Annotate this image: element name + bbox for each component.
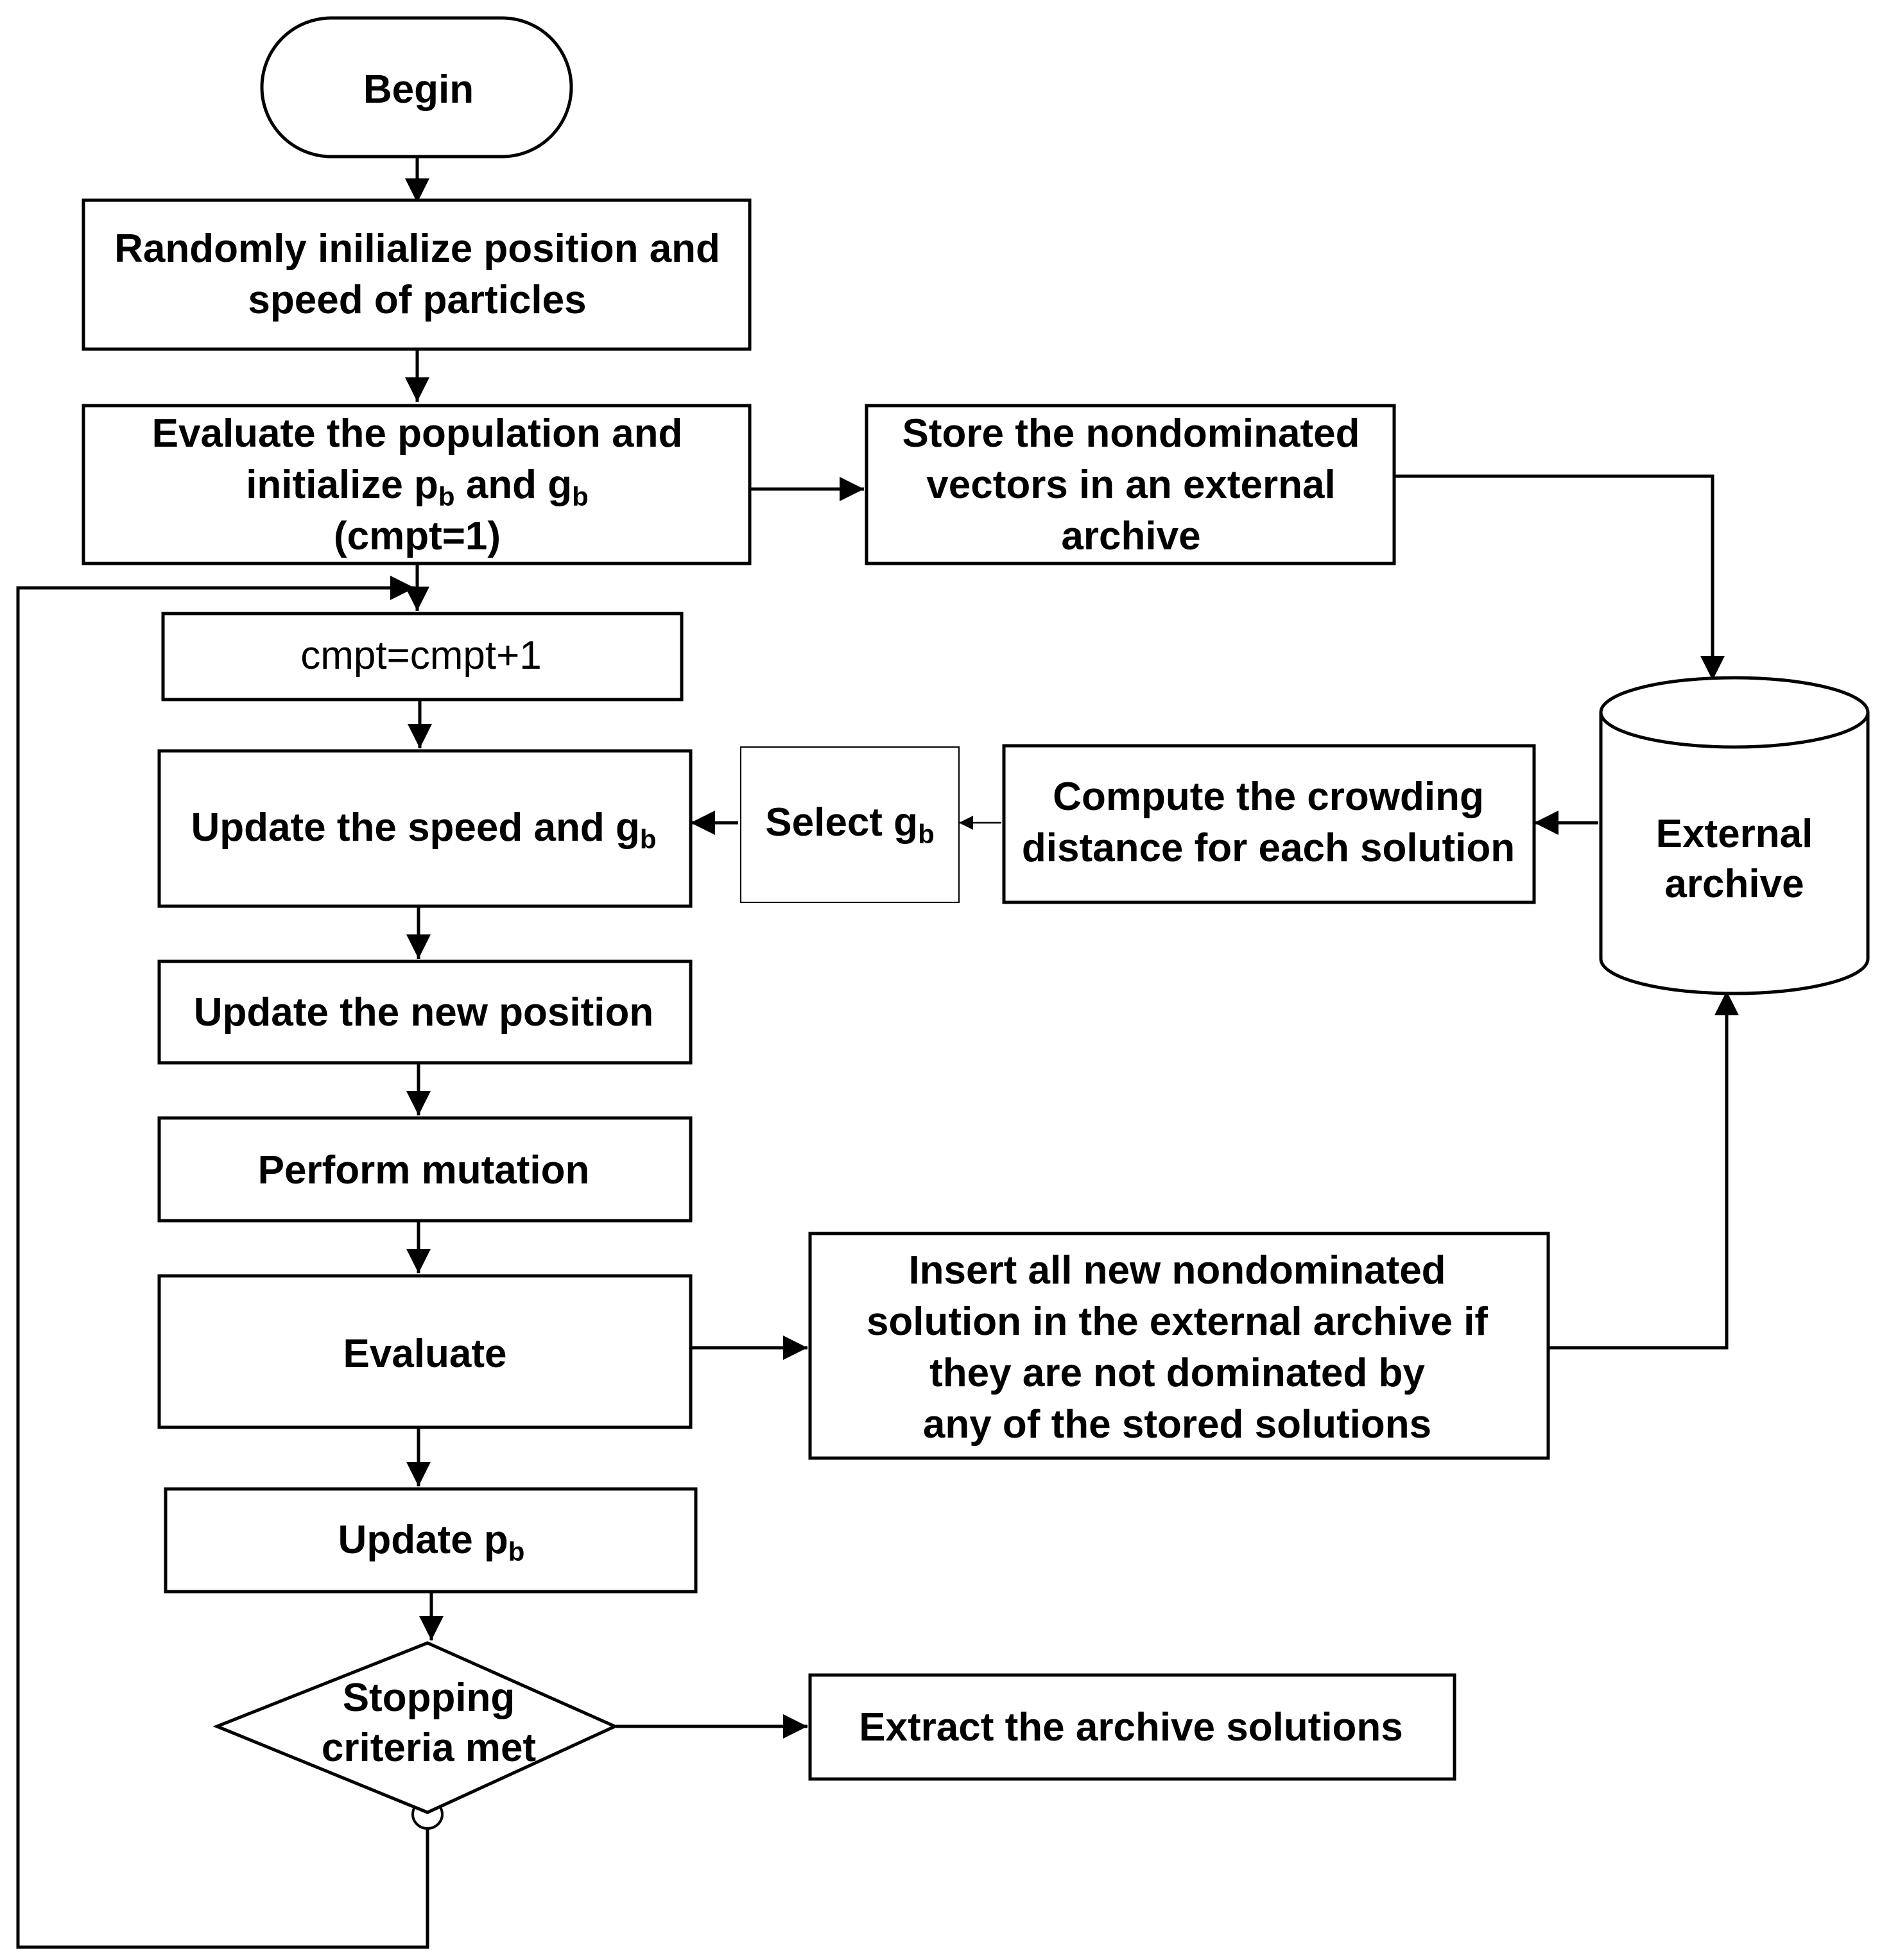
evaluate-population-label-line-2: initialize pb and gb [246,463,589,511]
select-label: Select gb [765,800,934,849]
external-archive-cylinder [1599,676,1870,995]
update-pb-label: Update pb [338,1518,525,1567]
store-box [865,404,1396,565]
crowding-label-line-2: distance for each solution [1022,826,1515,870]
insert-label-line-1: Insert all new nondominated [908,1248,1446,1293]
extract-box [808,1673,1456,1781]
increment-box [161,612,684,701]
store-label-line-2: vectors in an external [926,463,1336,507]
update-position-box [157,959,693,1065]
extract-label: Extract the archive solutions [859,1705,1403,1749]
connectors [16,157,1739,1949]
insert-label-line-2: solution in the external archive if [867,1300,1488,1344]
stopping-decision [212,1641,619,1814]
stopping-label-line-1: Stopping [343,1676,515,1720]
begin-label: Begin [363,67,474,112]
labels: Begin Randomly inilialize position and s… [114,67,1813,1770]
update-position-label: Update the new position [194,990,653,1035]
init-label-line-2: speed of particles [248,278,586,322]
select-box [740,746,960,903]
mutation-label: Perform mutation [258,1148,590,1192]
increment-label: cmpt=cmpt+1 [300,633,542,678]
arrow-insert-to-archive [1548,991,1739,1350]
insert-label-line-3: they are not dominated by [929,1351,1425,1395]
insert-label-line-4: any of the stored solutions [923,1402,1431,1447]
update-speed-box [157,749,693,908]
begin-node [260,16,573,159]
evaluate-population-label-line-1: Evaluate the population and [152,411,683,456]
evaluate-population-box [82,404,752,565]
evaluate-population-label-line-3: (cmpt=1) [334,514,501,558]
update-pb-box [164,1487,698,1594]
store-label-line-3: archive [1061,514,1200,558]
crowding-box [1002,744,1536,904]
mutation-box [157,1116,693,1223]
archive-label-line-1: External [1656,812,1813,856]
stopping-label-line-2: criteria met [322,1726,536,1770]
evaluate-box [157,1274,693,1429]
init-label-line-1: Randomly inilialize position and [114,227,720,271]
init-box [82,198,752,351]
archive-label-line-2: archive [1664,862,1804,906]
insert-box [808,1232,1550,1460]
arrow-store-to-archive [1394,474,1725,680]
update-speed-label: Update the speed and gb [191,805,657,854]
evaluate-label: Evaluate [343,1332,506,1376]
arrow-loop-back [16,576,429,1949]
crowding-label-line-1: Compute the crowding [1053,775,1484,819]
store-label-line-1: Store the nondominated [902,411,1360,456]
